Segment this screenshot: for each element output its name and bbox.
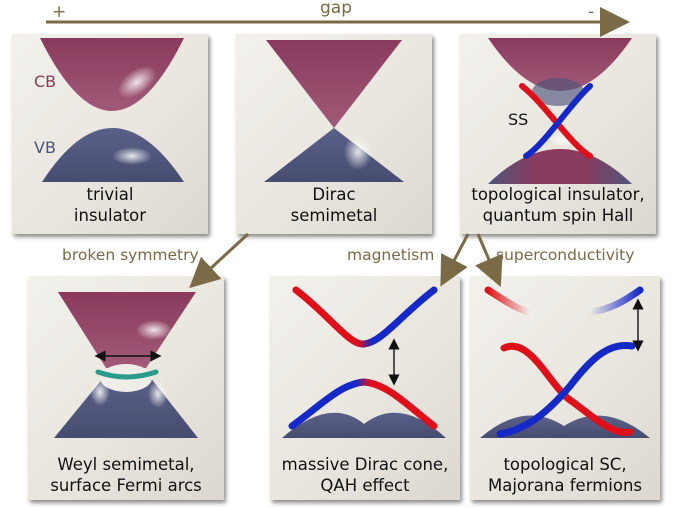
upper-cone <box>266 40 402 128</box>
caption-line-1: topological insulator, <box>471 185 645 204</box>
surface-state-blue <box>523 83 593 159</box>
lower-cone <box>54 372 198 438</box>
dirac-band-diagram <box>264 40 404 182</box>
caption-line-2: quantum spin Hall <box>482 206 634 225</box>
vb-label: VB <box>34 138 56 157</box>
panel-trivial-insulator: CB VB trivial insulator <box>12 34 208 234</box>
broken-symmetry-label: broken symmetry <box>62 246 199 264</box>
panel-topological-insulator: SS topological insulator, quantum spin H… <box>460 34 656 234</box>
gap-label: gap <box>320 0 352 18</box>
lower-band-mound <box>282 412 446 438</box>
cone-highlight <box>344 134 372 170</box>
weyl-caption: Weyl semimetal, surface Fermi arcs <box>28 454 224 496</box>
lower-cone <box>264 128 404 182</box>
cb-highlight <box>136 320 172 340</box>
ghost-red-branch <box>484 286 534 316</box>
panel-dirac-semimetal: Dirac semimetal <box>236 34 432 234</box>
caption-line-2: Majorana fermions <box>488 476 642 495</box>
trivial-caption: trivial insulator <box>12 184 208 226</box>
majorana-red-branch <box>500 342 634 436</box>
caption-line-2: QAH effect <box>320 476 410 495</box>
ss-label: SS <box>508 110 529 129</box>
vb-highlight <box>112 147 152 165</box>
caption-line-2: surface Fermi arcs <box>50 476 202 495</box>
gap-plus-label: + <box>52 2 67 22</box>
caption-line-1: Dirac <box>312 185 356 204</box>
panel-weyl-semimetal: Weyl semimetal, surface Fermi arcs <box>28 276 224 500</box>
gap-minus-label: - <box>588 2 595 22</box>
cb-highlight <box>117 66 157 98</box>
fermi-arc <box>95 369 159 380</box>
caption-line-1: topological SC, <box>503 455 627 474</box>
lower-band-mound <box>480 415 650 438</box>
tsc-caption: topological SC, Majorana fermions <box>470 454 660 496</box>
vb-highlight-right <box>148 380 168 408</box>
massive-caption: massive Dirac cone, QAH effect <box>270 454 460 496</box>
upper-spin-branch <box>292 286 438 348</box>
arrow-broken-symmetry <box>189 232 250 289</box>
ti-caption: topological insulator, quantum spin Hall <box>460 184 656 226</box>
superconductivity-label: superconductivity <box>496 246 635 264</box>
vb-highlight-left <box>90 378 110 406</box>
arrow-superconductivity <box>475 233 503 288</box>
tsc-band-diagram <box>480 286 650 438</box>
arrow-magnetism <box>440 233 470 287</box>
magnetism-label: magnetism <box>347 246 435 264</box>
majorana-blue-branch <box>496 341 636 438</box>
weyl-band-diagram <box>54 292 198 438</box>
caption-line-1: trivial <box>86 185 134 204</box>
panel-massive-dirac-cone: massive Dirac cone, QAH effect <box>270 276 460 500</box>
band-inversion-blob <box>532 78 584 106</box>
conduction-band <box>40 38 184 111</box>
panel-topological-sc: topological SC, Majorana fermions <box>470 276 660 500</box>
massive-band-diagram <box>282 286 446 438</box>
upper-cone <box>58 292 196 368</box>
caption-line-1: Weyl semimetal, <box>57 455 195 474</box>
caption-line-2: insulator <box>73 206 147 225</box>
ti-band-diagram <box>488 38 632 184</box>
ghost-blue-branch <box>586 286 644 316</box>
conduction-band <box>488 38 632 91</box>
lower-spin-branch <box>288 378 438 430</box>
trivial-band-diagram <box>40 38 184 182</box>
dirac-caption: Dirac semimetal <box>236 184 432 226</box>
caption-line-2: semimetal <box>290 206 378 225</box>
caption-line-1: massive Dirac cone, <box>281 455 449 474</box>
cb-label: CB <box>34 72 57 91</box>
